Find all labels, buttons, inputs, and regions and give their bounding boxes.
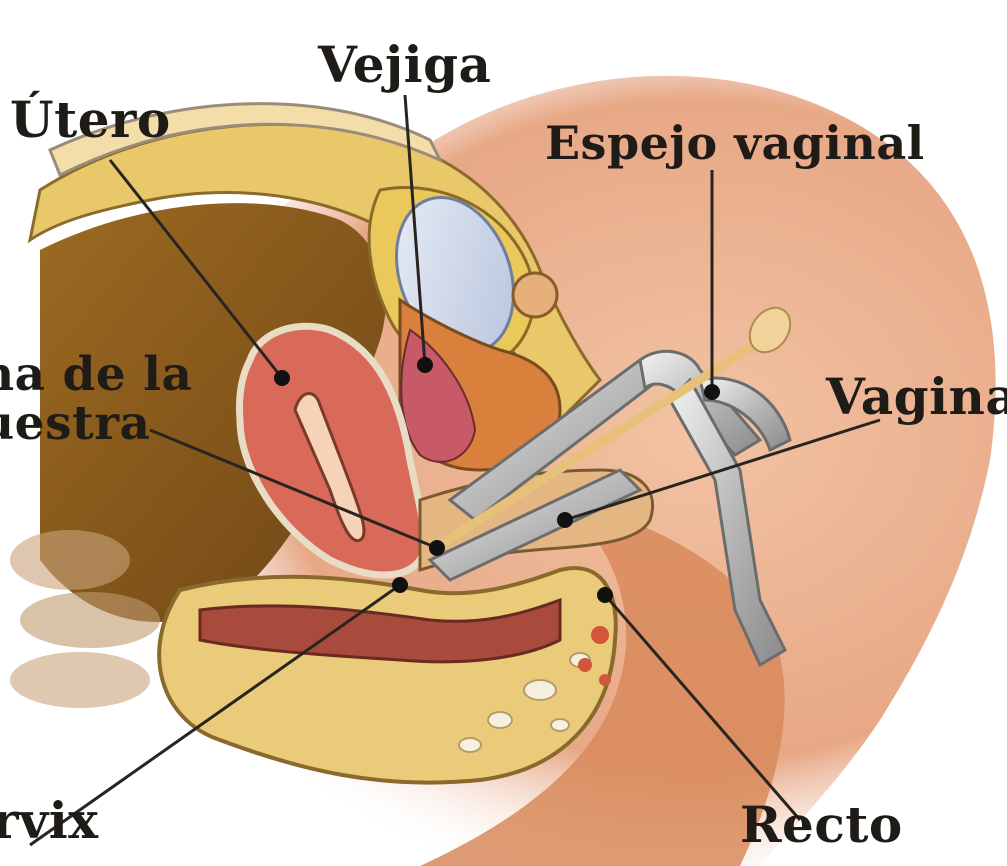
- label-recto: Recto: [740, 800, 903, 850]
- label-cervix: érvix: [0, 796, 99, 846]
- label-toma-line-1: na de la: [0, 350, 192, 399]
- label-espejo-vaginal: Espejo vaginal: [545, 120, 925, 166]
- label-toma-line-2: uestra: [0, 399, 192, 448]
- label-vejiga: Vejiga: [318, 40, 491, 90]
- label-utero: Útero: [10, 95, 171, 145]
- label-toma-de-la-muestra: na de la uestra: [0, 350, 192, 449]
- label-vagina: Vagina: [826, 372, 1007, 422]
- pubic-bone: [513, 273, 557, 317]
